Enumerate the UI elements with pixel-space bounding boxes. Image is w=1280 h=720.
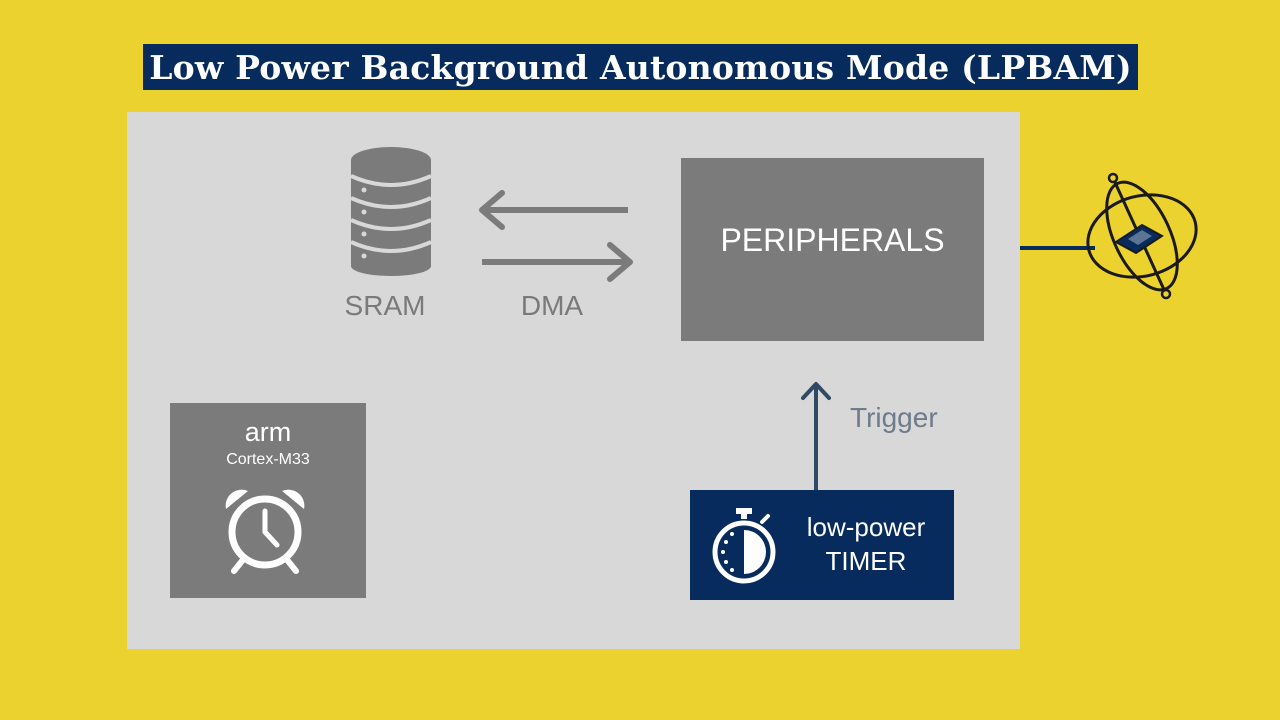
slide-title: Low Power Background Autonomous Mode (LP… xyxy=(149,47,1132,87)
dma-arrows xyxy=(479,190,633,282)
peripherals-block: PERIPHERALS xyxy=(681,158,984,341)
cpu-brand: arm xyxy=(244,417,292,447)
alarm-clock-icon xyxy=(225,489,305,574)
timer-label-line2: TIMER xyxy=(825,546,907,576)
trigger-arrow-icon xyxy=(801,382,831,490)
low-power-timer-block: low-power TIMER xyxy=(690,490,954,600)
sram-label: SRAM xyxy=(344,290,426,321)
trigger-label: Trigger xyxy=(850,402,938,433)
database-icon xyxy=(350,147,432,276)
timer-label-line1: low-power xyxy=(806,512,926,542)
chip-orbit-icon xyxy=(1086,172,1198,300)
cpu-block: arm Cortex-M33 xyxy=(170,403,366,598)
title-bar: Low Power Background Autonomous Mode (LP… xyxy=(143,44,1138,90)
stopwatch-icon xyxy=(712,508,776,584)
arrow-right-icon xyxy=(482,242,633,282)
dma-label: DMA xyxy=(520,290,584,321)
peripheral-connector-line xyxy=(1020,246,1095,250)
cpu-model: Cortex-M33 xyxy=(226,451,310,468)
peripherals-label: PERIPHERALS xyxy=(720,222,945,258)
arrow-left-icon xyxy=(479,190,628,230)
